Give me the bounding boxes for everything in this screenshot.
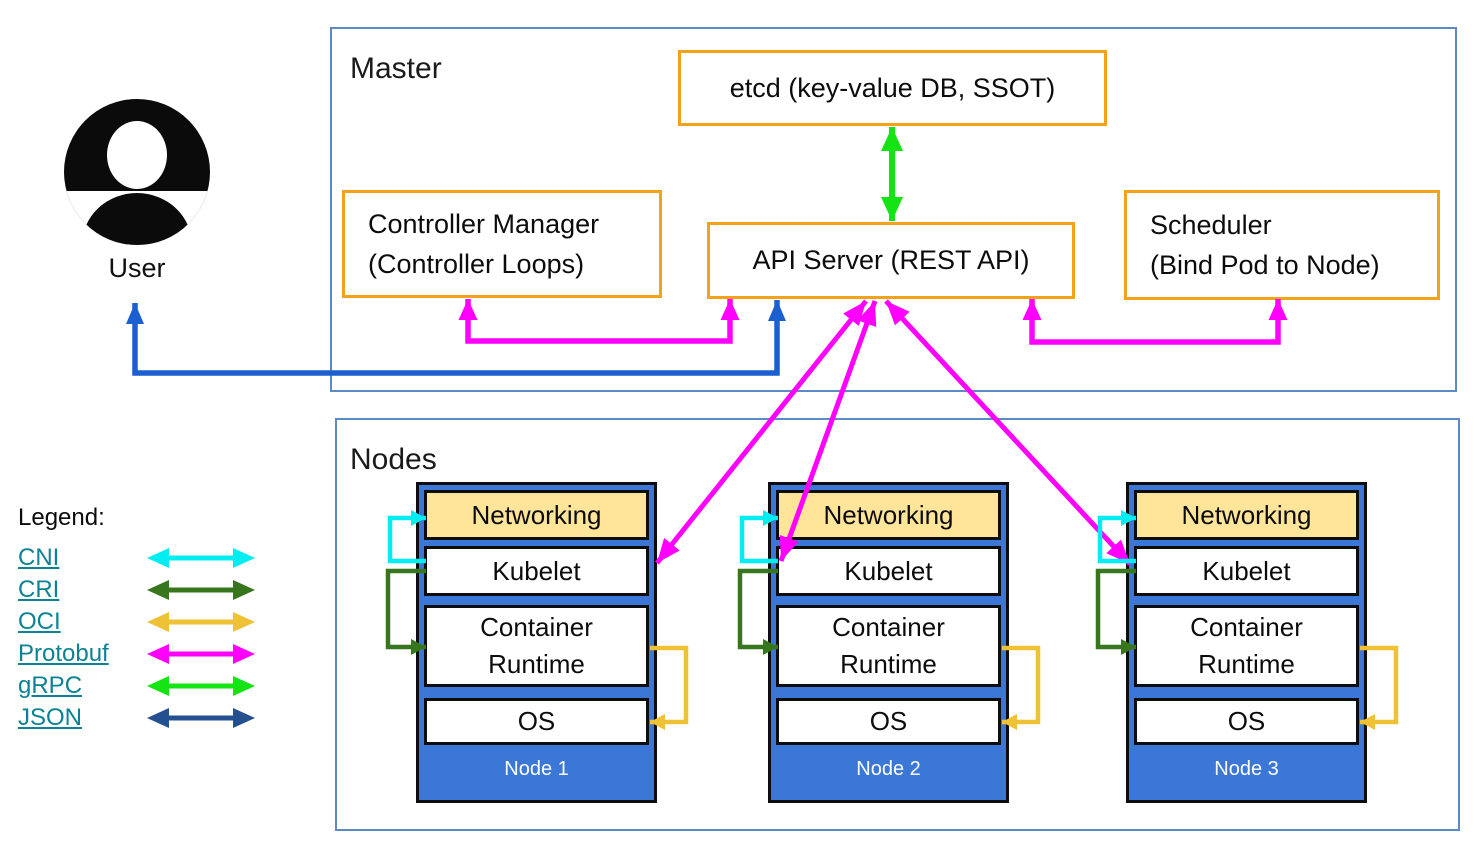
user-label: User (108, 253, 166, 283)
networking-label: Networking (471, 499, 602, 530)
legend-link-cri[interactable]: CRI (18, 576, 60, 603)
networking-box: Networking (424, 490, 649, 540)
legend-link-json[interactable]: JSON (18, 704, 83, 731)
networking-label: Networking (1181, 499, 1312, 530)
node-container: Networking Kubelet Container Runtime OS … (1126, 482, 1367, 803)
os-label: OS (1227, 706, 1266, 736)
api-server-box: API Server (REST API) (707, 222, 1075, 299)
controller-manager-label-line2: (Controller Loops) (368, 249, 585, 279)
legend-link-cni[interactable]: CNI (18, 544, 60, 571)
container-runtime-label: Container Runtime (1190, 612, 1303, 679)
legend-row-grpc: gRPC (18, 670, 268, 702)
node-container: Networking Kubelet Container Runtime OS … (768, 482, 1009, 803)
legend-link-protobuf[interactable]: Protobuf (18, 640, 109, 667)
kubelet-box: Kubelet (776, 546, 1001, 596)
etcd-box: etcd (key-value DB, SSOT) (678, 50, 1107, 126)
kubelet-box: Kubelet (1134, 546, 1359, 596)
legend-link-grpc[interactable]: gRPC (18, 672, 83, 699)
cri-legend-arrow (147, 580, 255, 600)
node-name-label: Node 2 (856, 758, 921, 780)
legend-title: Legend: (18, 504, 105, 531)
legend: Legend: CNI CRI OCI Protobuf gRPC JSON (18, 504, 268, 734)
protobuf-legend-arrow (147, 644, 255, 664)
kubelet-box: Kubelet (424, 546, 649, 596)
scheduler-label-line2: (Bind Pod to Node) (1150, 250, 1380, 280)
legend-row-oci: OCI (18, 606, 268, 638)
container-runtime-box: Container Runtime (776, 605, 1001, 687)
kubelet-label: Kubelet (492, 555, 581, 586)
node-stacks: Networking Kubelet Container Runtime OS … (335, 418, 1456, 827)
json-legend-arrow (147, 708, 255, 728)
networking-label: Networking (823, 499, 954, 530)
container-runtime-box: Container Runtime (424, 605, 649, 687)
master-title: Master (350, 52, 442, 85)
user-avatar-icon (64, 99, 210, 250)
container-runtime-label: Container Runtime (832, 612, 945, 679)
legend-row-protobuf: Protobuf (18, 638, 268, 670)
nodes-title: Nodes (350, 443, 437, 476)
oci-legend-arrow (147, 612, 255, 632)
networking-box: Networking (1134, 490, 1359, 540)
node-container: Networking Kubelet Container Runtime OS … (416, 482, 657, 803)
os-box: OS (776, 698, 1001, 745)
node-name-label: Node 1 (504, 758, 569, 780)
controller-manager-box: Controller Manager (Controller Loops) (342, 190, 662, 298)
grpc-legend-arrow (147, 676, 255, 696)
os-box: OS (424, 698, 649, 745)
cni-legend-arrow (147, 548, 255, 568)
legend-row-cni: CNI (18, 542, 268, 574)
legend-row-json: JSON (18, 702, 268, 734)
kubelet-label: Kubelet (1202, 555, 1291, 586)
controller-manager-label-line1: Controller Manager (368, 209, 600, 239)
scheduler-box: Scheduler (Bind Pod to Node) (1124, 190, 1440, 300)
etcd-label: etcd (key-value DB, SSOT) (729, 72, 1056, 103)
api-server-label: API Server (REST API) (752, 245, 1030, 275)
os-box: OS (1134, 698, 1359, 745)
legend-link-oci[interactable]: OCI (18, 608, 61, 635)
networking-box: Networking (776, 490, 1001, 540)
os-label: OS (869, 706, 908, 736)
legend-row-cri: CRI (18, 574, 268, 606)
kubelet-label: Kubelet (844, 555, 933, 586)
container-runtime-box: Container Runtime (1134, 605, 1359, 687)
container-runtime-label: Container Runtime (480, 612, 593, 679)
legend-items: CNI CRI OCI Protobuf gRPC JSON (18, 542, 268, 734)
scheduler-label-line1: Scheduler (1150, 210, 1272, 240)
node-name-label: Node 3 (1214, 758, 1279, 780)
os-label: OS (517, 706, 556, 736)
